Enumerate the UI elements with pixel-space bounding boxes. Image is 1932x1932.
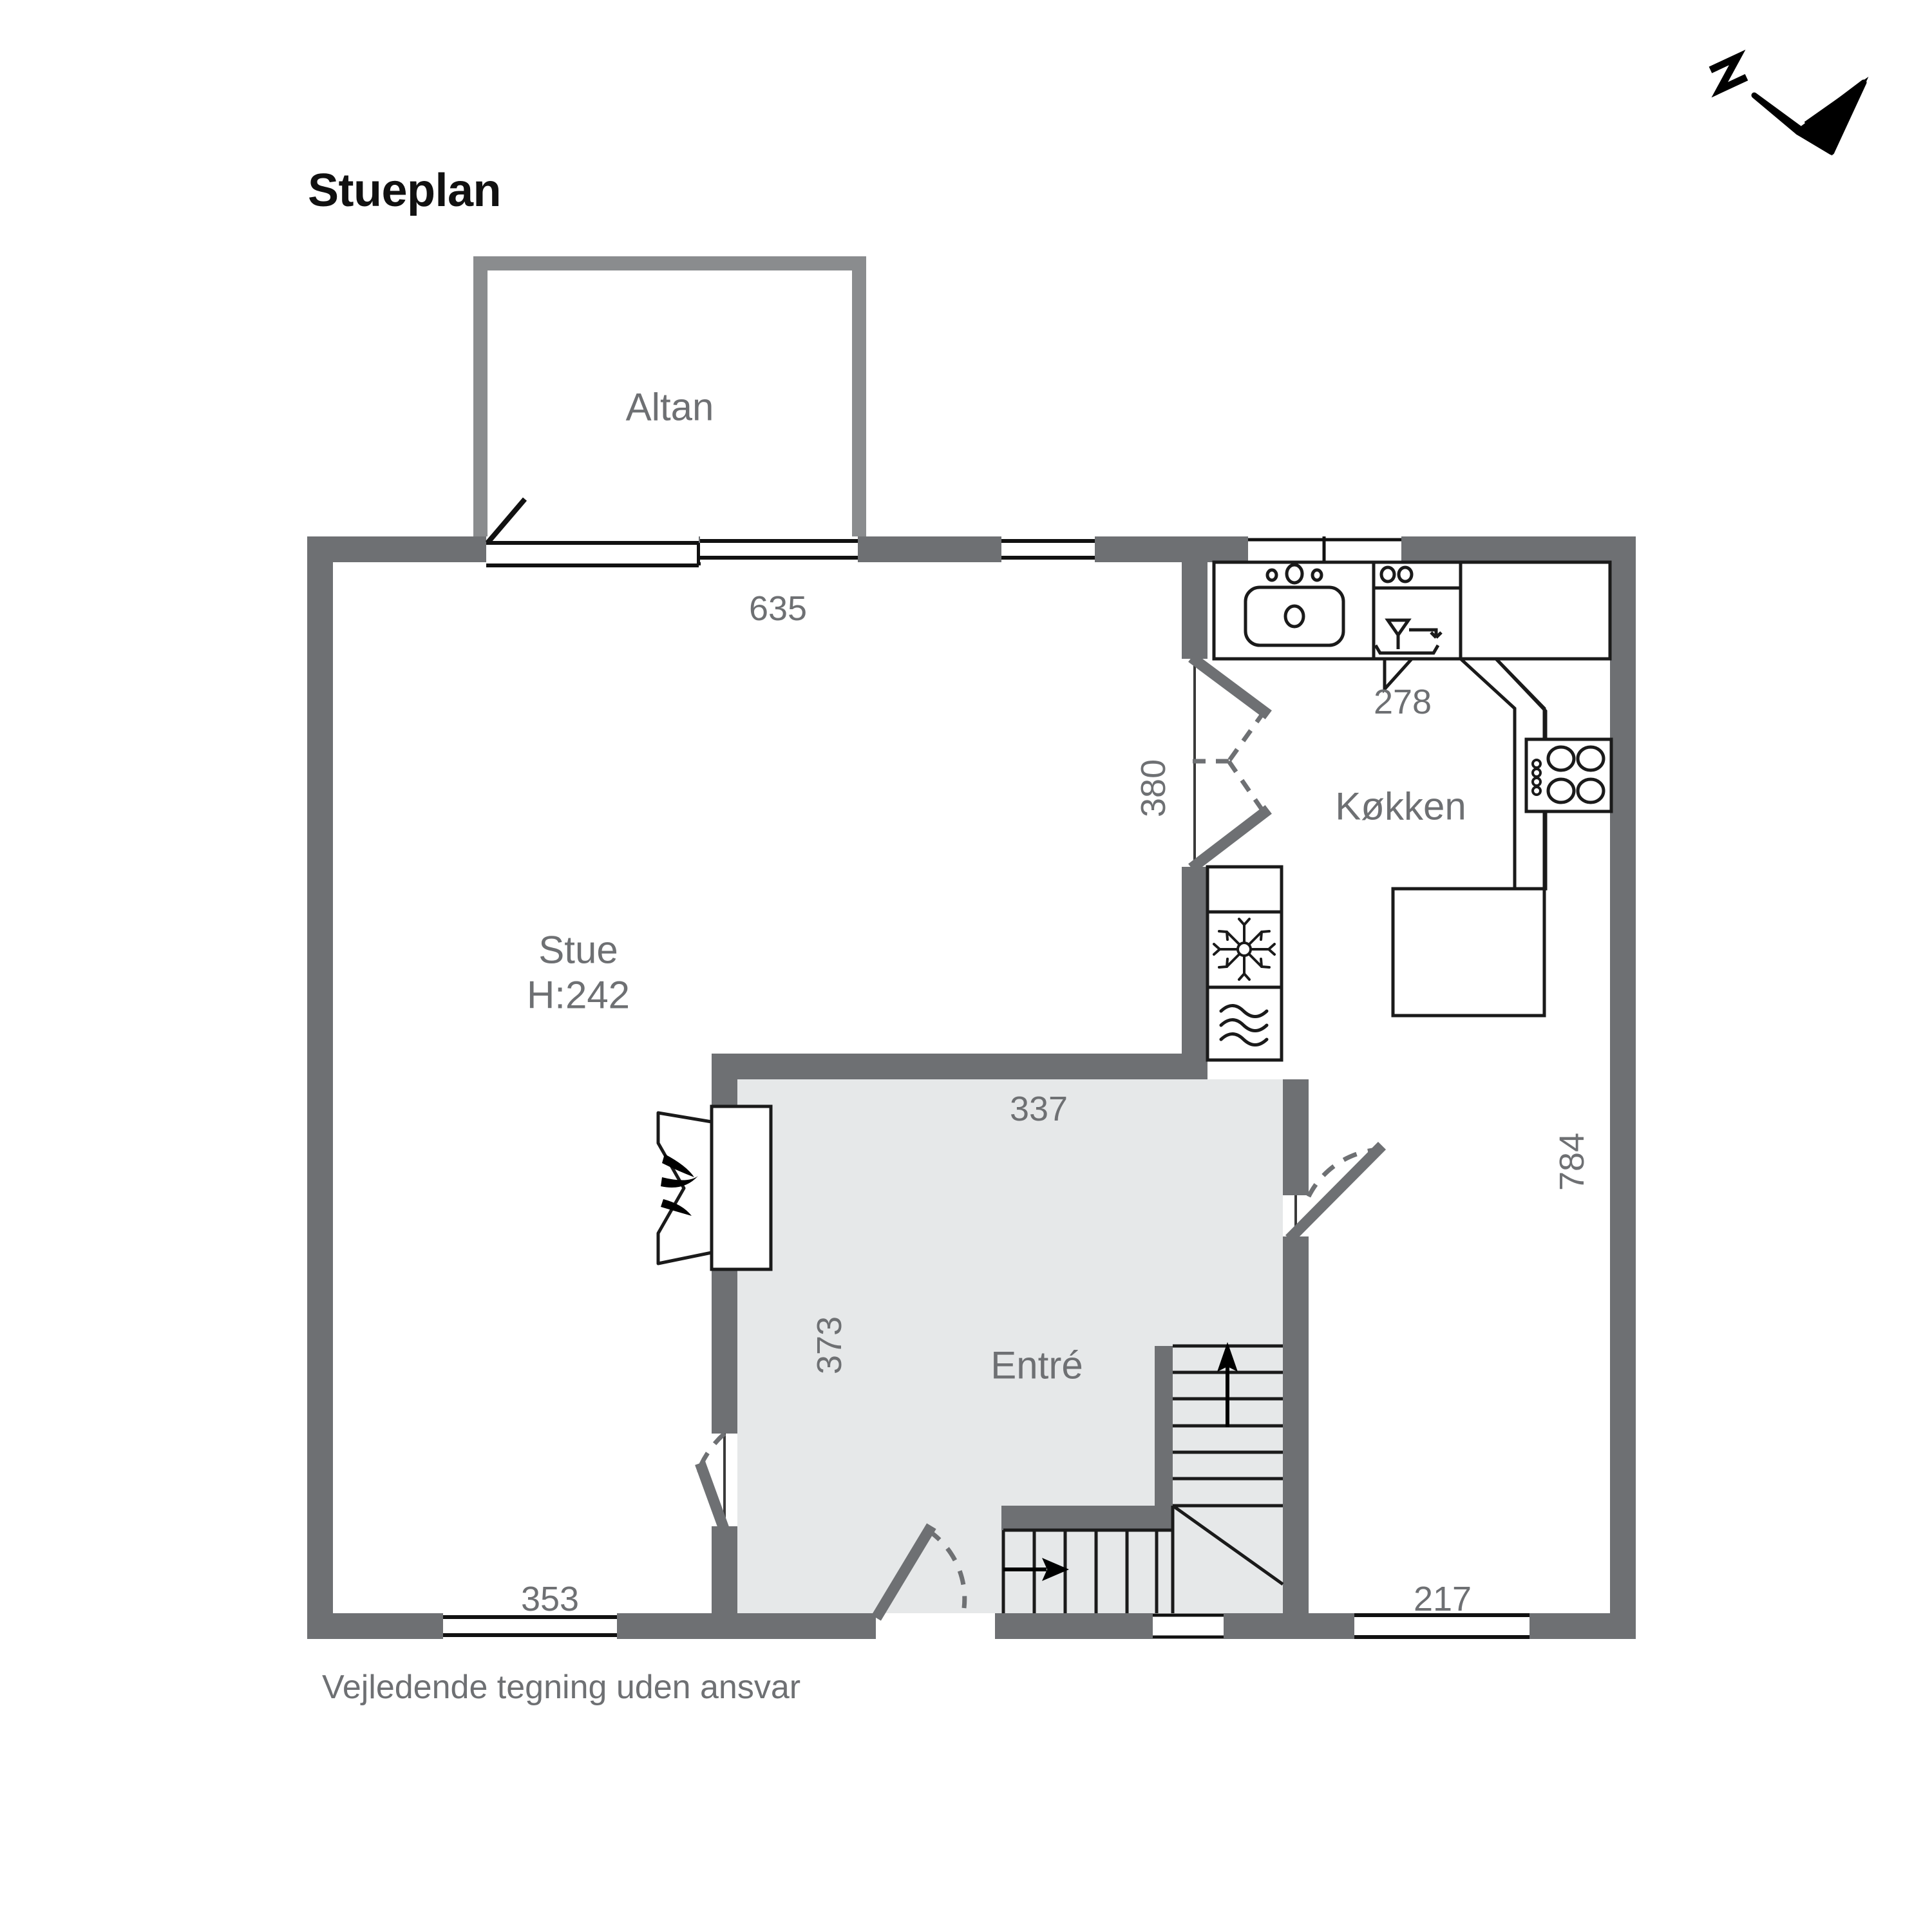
washing-machine-icon xyxy=(1219,1004,1269,1046)
dimension-337: 337 xyxy=(1009,1090,1068,1128)
north-arrow-icon xyxy=(1709,50,1869,156)
dimension-373: 373 xyxy=(810,1316,849,1374)
staircase-lower-flight xyxy=(1001,1528,1175,1613)
altan-balcony xyxy=(473,256,866,544)
room-label-stue: Stue xyxy=(538,928,618,972)
dimension-784: 784 xyxy=(1552,1132,1591,1191)
cooktop-4-burner-icon xyxy=(1524,737,1613,813)
kitchen-sink-icon xyxy=(1212,560,1376,661)
dimension-380: 380 xyxy=(1133,759,1173,817)
kitchen-island-outline xyxy=(1391,657,1548,1018)
entre-to-hall-door[interactable] xyxy=(1285,1141,1387,1244)
room-label-kokken: Køkken xyxy=(1335,784,1466,828)
front-entrance-door[interactable] xyxy=(871,1523,967,1621)
dimension-217: 217 xyxy=(1413,1580,1472,1618)
dimension-278: 278 xyxy=(1373,683,1432,721)
entre-floor-fill xyxy=(737,1079,1309,1639)
room-label-entre: Entré xyxy=(990,1343,1083,1387)
dimension-353: 353 xyxy=(520,1580,580,1618)
bottom-wall-openings xyxy=(443,1613,1530,1639)
page-title: Stueplan xyxy=(308,165,502,216)
double-folding-door[interactable] xyxy=(1188,653,1272,873)
freezer-icon xyxy=(1213,918,1276,981)
entre-to-stue-door[interactable] xyxy=(695,1432,730,1532)
top-wall-openings xyxy=(485,497,1401,567)
room-height-stue: H:242 xyxy=(526,973,630,1016)
room-label-stue-group: Stue H:242 xyxy=(527,927,630,1017)
room-label-altan: Altan xyxy=(625,385,714,429)
dishwasher-icon xyxy=(1372,560,1463,661)
staircase-upper-flight xyxy=(1173,1342,1283,1508)
wood-stove-icon xyxy=(656,1104,773,1271)
disclaimer-text: Vejledende tegning uden ansvar xyxy=(322,1669,801,1706)
dimension-635: 635 xyxy=(748,589,808,628)
